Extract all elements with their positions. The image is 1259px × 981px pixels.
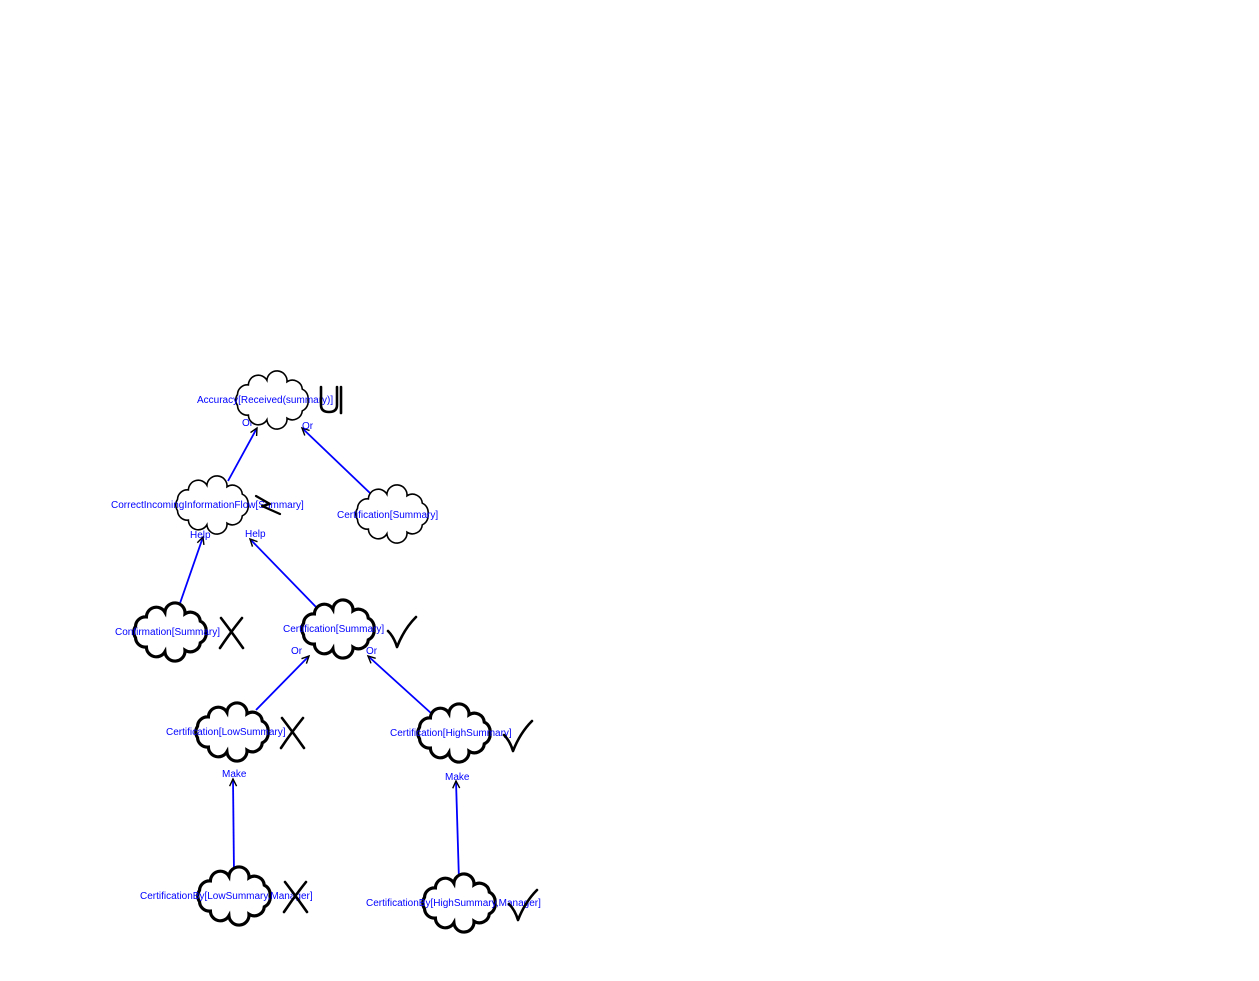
edge-line xyxy=(227,427,258,482)
edge-label: Make xyxy=(445,772,470,783)
node-certby_high[interactable]: CertificationBy[HighSummary,Manager] xyxy=(366,872,541,934)
arrowhead-icon xyxy=(301,654,311,664)
node-certification_top[interactable]: Certification[Summary] xyxy=(337,484,438,544)
arrowhead-icon xyxy=(196,535,205,545)
node-label: Accuracy[Received(summary)] xyxy=(197,395,333,406)
node-certby_low[interactable]: CertificationBy[LowSummary,Manager] xyxy=(140,865,313,927)
cloud-shape xyxy=(194,701,270,763)
cert_low-cross-icon xyxy=(279,716,306,750)
node-cert_low[interactable]: Certification[LowSummary] xyxy=(166,701,306,763)
edge-label: Or xyxy=(366,646,378,657)
edge-cert_high-to-certification_mid: Or xyxy=(366,646,433,715)
node-cert_high[interactable]: Certification[HighSummary] xyxy=(390,702,534,764)
edge-label: Or xyxy=(302,421,314,432)
edge-certby_low-to-cert_low: Make xyxy=(222,769,247,875)
edge-line xyxy=(249,538,318,609)
edge-label: Or xyxy=(242,418,254,429)
edge-line xyxy=(255,655,310,711)
certification_mid-checkmark-icon xyxy=(386,615,418,649)
arrowhead-icon xyxy=(300,426,310,436)
edge-label: Or xyxy=(291,646,303,657)
edge-label: Help xyxy=(190,530,211,541)
cloud-shape xyxy=(355,484,429,544)
edge-cert_low-to-certification_mid: Or xyxy=(255,646,311,711)
arrowhead-icon xyxy=(366,654,376,664)
cloud-shape xyxy=(416,702,492,764)
edge-label: Make xyxy=(222,769,247,780)
node-label: Confirmation[Summary] xyxy=(115,627,220,638)
node-correct_flow[interactable]: CorrectIncomingInformationFlow[Summary] xyxy=(111,475,304,535)
edge-line xyxy=(367,655,433,715)
arrowhead-icon xyxy=(452,779,461,789)
edge-line xyxy=(301,427,372,495)
edge-line xyxy=(232,778,235,875)
certby_high-checkmark-icon xyxy=(507,888,539,922)
edge-certification_top-to-accuracy: Or xyxy=(300,421,372,495)
edge-certification_mid-to-correct_flow: Help xyxy=(245,529,318,609)
cloud-shape xyxy=(175,475,249,535)
correct_flow-conflict-icon xyxy=(254,494,282,516)
node-confirmation[interactable]: Confirmation[Summary] xyxy=(115,601,245,663)
node-label: Certification[Summary] xyxy=(283,624,384,635)
cloud-shape xyxy=(196,865,272,927)
arrowhead-icon xyxy=(228,777,238,787)
edge-confirmation-to-correct_flow: Help xyxy=(177,530,211,610)
certby_low-cross-icon xyxy=(282,880,309,914)
edge-line xyxy=(177,536,204,610)
node-label: CertificationBy[HighSummary,Manager] xyxy=(366,898,541,909)
node-label: Certification[HighSummary] xyxy=(390,728,512,739)
node-label: CertificationBy[LowSummary,Manager] xyxy=(140,891,313,902)
cloud-shape xyxy=(300,598,376,660)
node-label: Certification[Summary] xyxy=(337,510,438,521)
edge-line xyxy=(455,780,460,882)
edge-certby_high-to-cert_high: Make xyxy=(445,772,470,882)
node-certification_mid[interactable]: Certification[Summary] xyxy=(283,598,418,660)
node-label: Certification[LowSummary] xyxy=(166,727,286,738)
cloud-shape xyxy=(421,872,497,934)
arrowhead-icon xyxy=(250,426,258,437)
edge-label: Help xyxy=(245,529,266,540)
confirmation-cross-icon xyxy=(218,616,245,650)
cloud-shape xyxy=(235,370,309,430)
arrowhead-icon xyxy=(248,537,258,547)
nodes-layer: Accuracy[Received(summary)] CorrectIncomi… xyxy=(111,370,541,934)
cloud-shape xyxy=(132,601,208,663)
cert_high-checkmark-icon xyxy=(502,719,534,753)
node-label: CorrectIncomingInformationFlow[Summary] xyxy=(111,500,304,511)
node-accuracy[interactable]: Accuracy[Received(summary)] xyxy=(197,370,343,430)
edge-correct_flow-to-accuracy: Or xyxy=(227,418,258,482)
accuracy-undecided-icon xyxy=(319,385,343,415)
